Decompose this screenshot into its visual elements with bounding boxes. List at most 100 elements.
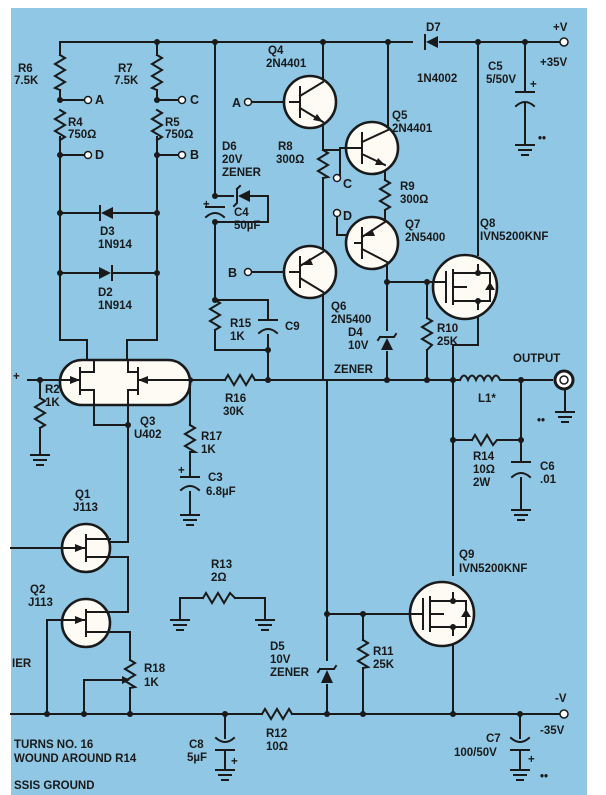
ground-icon bbox=[511, 509, 531, 521]
d2-ref-label: D2 bbox=[98, 287, 113, 299]
r7-value-label: 7.5K bbox=[114, 75, 139, 87]
c5-plus-label: + bbox=[530, 79, 537, 91]
q8-part-label: IVN5200KNF bbox=[480, 231, 548, 243]
q1-ref-label: Q1 bbox=[75, 489, 91, 501]
c8-symbol bbox=[214, 736, 236, 751]
c7-ground-mark: •• bbox=[540, 771, 548, 783]
q7-collector-wire bbox=[386, 261, 428, 381]
r6-value-label: 7.5K bbox=[14, 75, 39, 87]
q6-transistor-symbol bbox=[282, 244, 338, 300]
q2-gate-wire bbox=[46, 619, 63, 715]
c8-ref-label: C8 bbox=[189, 739, 204, 751]
c9-ref-label: C9 bbox=[285, 321, 300, 333]
q1-jfet-symbol bbox=[60, 522, 112, 574]
d3-value-label: 1N914 bbox=[98, 239, 132, 251]
diodes bbox=[99, 34, 438, 683]
q3-to-q1-wire bbox=[109, 424, 129, 543]
r16-symbol bbox=[223, 373, 257, 387]
r12-value-label: 10Ω bbox=[266, 741, 288, 753]
d7-symbol bbox=[424, 34, 438, 50]
r9-ref-label: R9 bbox=[400, 181, 415, 193]
c3-ref-label: C3 bbox=[208, 472, 223, 484]
r18-ref-label: R18 bbox=[144, 663, 166, 675]
r4-symbol bbox=[53, 108, 67, 142]
c5-symbol bbox=[514, 91, 536, 108]
r4-ref-label: R4 bbox=[68, 117, 83, 129]
q4-ref-label: Q4 bbox=[268, 45, 284, 57]
q8-ref-label: Q8 bbox=[480, 218, 496, 230]
plus-v-label: +V bbox=[553, 22, 568, 34]
terminal-d-q7 bbox=[332, 208, 342, 218]
r17-ref-label: R17 bbox=[201, 431, 222, 443]
terminal-plus-v bbox=[559, 37, 569, 47]
r15-symbol bbox=[208, 298, 222, 332]
r2-symbol bbox=[33, 396, 47, 430]
c4-ref-label: C4 bbox=[234, 207, 249, 219]
r13-ref-label: R13 bbox=[211, 559, 232, 571]
r18-wire bbox=[109, 631, 131, 715]
ground-icon bbox=[180, 514, 200, 526]
c8-plus-label: + bbox=[231, 756, 238, 768]
c3-value-label: 6.8µF bbox=[206, 486, 236, 498]
q5-transistor-symbol bbox=[339, 120, 400, 176]
q7-transistor-symbol bbox=[344, 215, 400, 271]
r7-ref-label: R7 bbox=[118, 63, 133, 75]
r13-symbol bbox=[201, 591, 237, 605]
ground-icon bbox=[215, 769, 235, 781]
d3-ref-label: D3 bbox=[100, 226, 115, 238]
r11-wire bbox=[326, 613, 409, 715]
r6-r4-column-wire bbox=[59, 41, 88, 363]
resistors bbox=[33, 53, 501, 721]
q7-part-label: 2N5400 bbox=[405, 232, 445, 244]
q7-terminal-d-label: D bbox=[343, 209, 352, 223]
ground-icon bbox=[170, 619, 190, 631]
c6-symbol bbox=[510, 461, 532, 479]
terminal-a-q4 bbox=[243, 97, 253, 107]
r13-wire bbox=[179, 597, 266, 621]
q6-part-label: 2N5400 bbox=[331, 314, 371, 326]
r12-symbol bbox=[260, 707, 294, 721]
q6-ref-label: Q6 bbox=[331, 301, 346, 313]
r15-ref-label: R15 bbox=[230, 318, 252, 330]
q1-part-label: J113 bbox=[73, 502, 98, 514]
d2-value-label: 1N914 bbox=[98, 300, 132, 312]
q6-terminal-b-label: B bbox=[228, 266, 237, 280]
d4-symbol bbox=[376, 332, 398, 350]
terminal-b-q6 bbox=[243, 267, 253, 277]
d3-d2-wires bbox=[59, 212, 158, 274]
terminal-c-r8 bbox=[332, 173, 342, 183]
l1-ref-label: L1* bbox=[478, 393, 496, 405]
r2-ref-label: R2 bbox=[45, 384, 60, 396]
r11-value-label: 25K bbox=[373, 659, 395, 671]
c3-symbol bbox=[179, 476, 201, 492]
r8-terminal-c-label: C bbox=[343, 177, 352, 191]
output-ground-mark: •• bbox=[537, 415, 545, 427]
c8-value-label: 5µF bbox=[187, 752, 207, 764]
r10-symbol bbox=[420, 316, 434, 352]
r5-ref-label: R5 bbox=[165, 117, 180, 129]
c9-symbol bbox=[257, 319, 279, 335]
input-plus-label: + bbox=[13, 371, 20, 383]
ground-symbols bbox=[30, 144, 575, 781]
l1-inductor-symbol bbox=[458, 374, 511, 383]
q9-mosfet-symbol bbox=[407, 580, 476, 648]
r16-ref-label: R16 bbox=[225, 393, 246, 405]
q7-ref-label: Q7 bbox=[405, 219, 420, 231]
r14-symbol bbox=[470, 433, 501, 447]
r8-ref-label: R8 bbox=[278, 141, 293, 153]
q2-ref-label: Q2 bbox=[30, 584, 45, 596]
terminals bbox=[83, 37, 575, 719]
d2-symbol bbox=[99, 265, 113, 281]
r14-rating-label: 2W bbox=[473, 477, 490, 489]
r10-value-label: 25K bbox=[437, 336, 459, 348]
d5-type-label: ZENER bbox=[270, 667, 310, 679]
r8-value-label: 300Ω bbox=[276, 154, 304, 166]
c4-plus-label: + bbox=[203, 199, 210, 211]
d6-type-label: ZENER bbox=[222, 167, 262, 179]
q9-ref-label: Q9 bbox=[459, 549, 474, 561]
d5-symbol bbox=[316, 664, 338, 683]
c7-symbol bbox=[509, 736, 531, 751]
r9-value-label: 300Ω bbox=[400, 194, 428, 206]
terminal-b-left bbox=[177, 150, 187, 160]
